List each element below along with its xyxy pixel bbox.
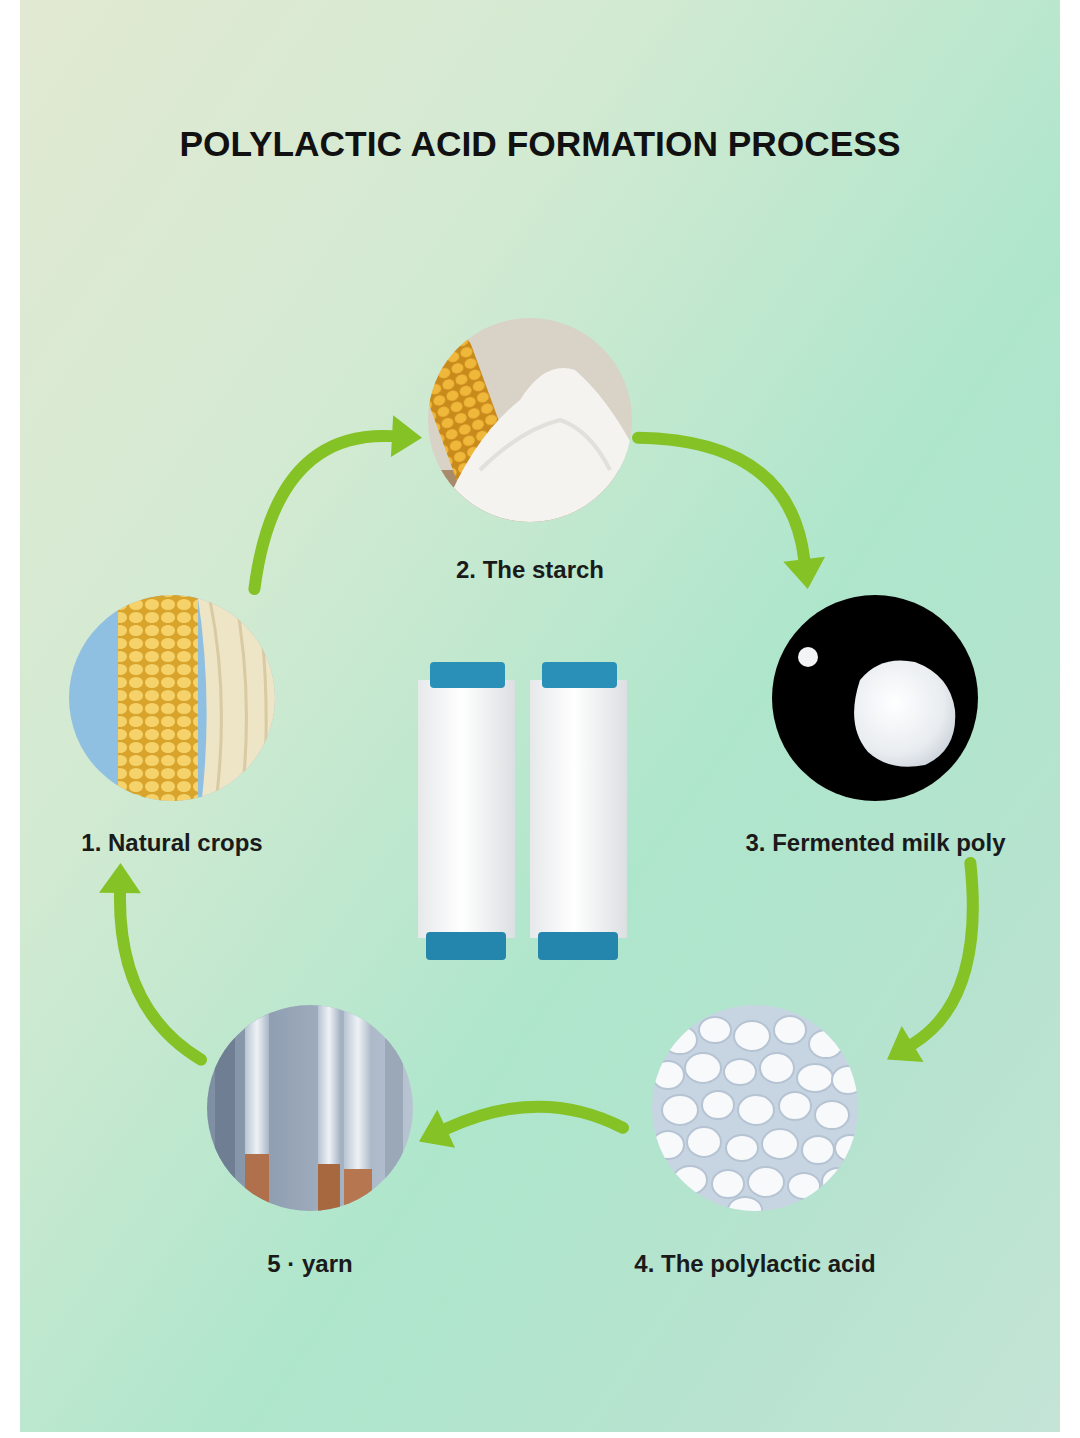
- step-label: 5 · yarn: [267, 1249, 352, 1278]
- arrow-shaft: [446, 1107, 623, 1129]
- step-circle: [652, 1005, 858, 1211]
- spool-illustration: [418, 662, 627, 960]
- step-circle: [428, 318, 632, 522]
- art-shape: [650, 1004, 860, 1214]
- art-shape: [344, 1004, 372, 1169]
- art-shape: [662, 1095, 698, 1125]
- art-shape: [418, 680, 515, 938]
- flow-arrow: [419, 1107, 623, 1148]
- art-shape: [712, 1170, 744, 1198]
- art-shape: [440, 368, 640, 530]
- process-step: 5 · yarn: [207, 1005, 413, 1278]
- art-shape: [385, 1004, 403, 1214]
- art-shape: [318, 1004, 340, 1164]
- process-step: 1. Natural crops: [69, 595, 275, 857]
- art-shape: [728, 1197, 762, 1223]
- step-label: 1. Natural crops: [81, 828, 262, 857]
- arrow-shaft: [120, 893, 201, 1060]
- art-shape: [652, 1016, 865, 1223]
- art-shape: [779, 1092, 811, 1120]
- art-shape: [687, 1127, 721, 1157]
- art-shape: [835, 1135, 865, 1161]
- process-step: 4. The polylactic acid: [629, 1005, 881, 1278]
- art-shape: [663, 1026, 697, 1054]
- step-label: 2. The starch: [456, 555, 604, 584]
- art-shape: [215, 1004, 235, 1214]
- pellets-photo: [650, 1004, 865, 1223]
- art-shape: [822, 1168, 854, 1196]
- art-shape: [815, 1101, 849, 1129]
- art-shape: [724, 1059, 756, 1085]
- art-shape: [762, 1129, 798, 1159]
- art-shape: [480, 420, 610, 470]
- art-shape: [702, 1091, 734, 1119]
- art-shape: [734, 1021, 770, 1051]
- arrow-head: [783, 557, 825, 589]
- flow-arrow: [99, 863, 201, 1060]
- art-shape: [738, 1095, 774, 1125]
- flow-arrow: [638, 438, 825, 589]
- yarn-photo: [205, 1004, 415, 1214]
- starch-photo: [408, 310, 640, 530]
- art-shape: [832, 1066, 864, 1094]
- step-label: 3. Fermented milk poly: [745, 828, 1005, 857]
- art-shape: [854, 660, 955, 766]
- art-shape: [699, 1017, 731, 1043]
- art-shape: [210, 595, 266, 812]
- arrow-shaft: [913, 863, 973, 1044]
- art-shape: [205, 1004, 415, 1214]
- art-shape: [685, 1053, 721, 1083]
- process-step: 3. Fermented milk poly: [740, 595, 1011, 857]
- art-shape: [774, 1016, 806, 1044]
- art-shape: [344, 1169, 372, 1214]
- fermentation-photo: [770, 594, 980, 804]
- arrow-shaft: [254, 436, 392, 589]
- art-shape: [652, 1131, 684, 1159]
- art-shape: [726, 1135, 758, 1161]
- art-shape: [245, 1154, 269, 1214]
- process-step: 2. The starch: [428, 318, 632, 584]
- art-shape: [542, 662, 617, 688]
- art-shape: [318, 1164, 340, 1214]
- art-shape: [530, 680, 627, 938]
- arrow-shaft: [638, 438, 804, 560]
- art-shape: [798, 647, 818, 667]
- corn-photo: [60, 585, 290, 815]
- art-shape: [652, 1061, 684, 1089]
- art-shape: [770, 594, 980, 804]
- flow-arrow: [254, 415, 422, 589]
- arrow-head: [419, 1110, 455, 1148]
- art-shape: [245, 1004, 269, 1154]
- art-shape: [426, 932, 506, 960]
- art-shape: [788, 1173, 820, 1199]
- art-shape: [673, 1166, 707, 1194]
- step-circle: [69, 595, 275, 801]
- step-circle: [207, 1005, 413, 1211]
- art-shape: [430, 662, 505, 688]
- art-shape: [196, 585, 290, 815]
- art-shape: [760, 1053, 794, 1083]
- arrow-head: [391, 415, 422, 457]
- arrow-head: [99, 863, 141, 893]
- art-shape: [118, 585, 198, 815]
- art-shape: [809, 1030, 843, 1058]
- art-shape: [802, 1136, 834, 1164]
- arrow-head: [887, 1026, 924, 1062]
- art-shape: [538, 932, 618, 960]
- step-circle: [773, 595, 979, 801]
- diagram-title: POLYLACTIC ACID FORMATION PROCESS: [0, 124, 1080, 164]
- flow-arrow: [887, 863, 973, 1062]
- art-shape: [797, 1064, 833, 1092]
- art-shape: [748, 1167, 784, 1197]
- step-label: 4. The polylactic acid: [634, 1249, 875, 1278]
